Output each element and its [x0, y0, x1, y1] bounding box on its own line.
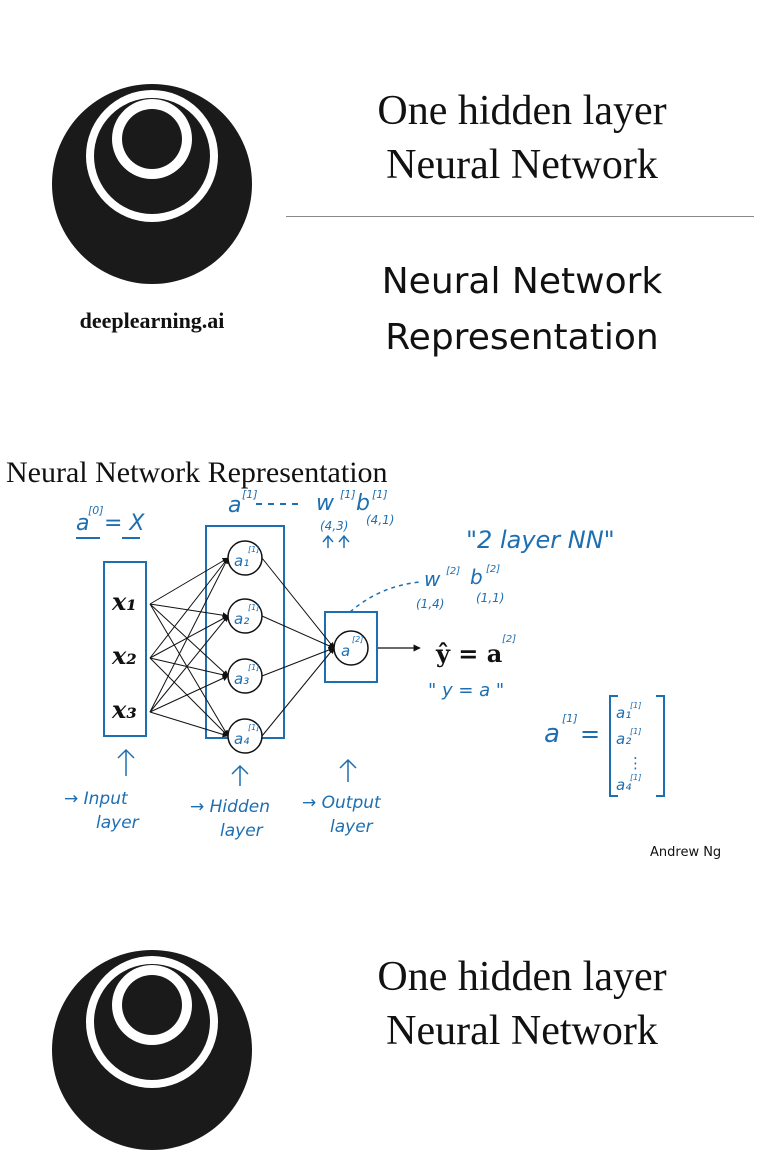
hidden-node-1-label: a₁ [234, 552, 249, 570]
a1-vector-sup: [1] [562, 712, 578, 725]
output-node-sup: [2] [352, 635, 363, 644]
vector-entry-4-sup: [1] [630, 773, 641, 782]
output-arrow-label [339, 758, 357, 782]
brand-name: deeplearning.ai [79, 308, 225, 333]
a1-sup: [1] [242, 488, 258, 501]
w2-shape: (1,4) [416, 597, 444, 611]
lesson-title-line1: Neural Network [381, 261, 663, 302]
input-arrow [117, 748, 135, 776]
w2-pointer [349, 581, 421, 613]
vector-entry-1: a₁ [616, 704, 631, 722]
two-layer-note: "2 layer NN" [466, 526, 615, 554]
yhat-eq: ŷ = a [435, 639, 502, 668]
a1-label: a [228, 493, 241, 518]
course-title: One hidden layer Neural Network [300, 84, 744, 192]
hidden-node-3-sup: [1] [248, 663, 259, 672]
hidden-node-4-label: a₄ [234, 730, 249, 748]
input-x1: 𝒙₁ [111, 587, 137, 616]
vector-brackets [609, 695, 665, 797]
course-title-line2: Neural Network [386, 142, 658, 188]
input-layer-box [103, 561, 147, 737]
hidden-nodes: a₁ a₂ a₃ a₄ [1] [1] [1] [1] [227, 540, 263, 754]
input-layer-label-2: layer [96, 813, 140, 833]
shape-arrows [322, 534, 350, 548]
title-divider [286, 216, 754, 217]
b2-sup: [2] [486, 564, 500, 575]
w2-sup: [2] [446, 566, 460, 577]
b2-shape: (1,1) [476, 591, 504, 605]
author-name: Andrew Ng [650, 845, 722, 860]
course-title-2-line2: Neural Network [386, 1008, 658, 1054]
course-title-2-line1: One hidden layer [377, 954, 667, 1000]
b1-shape: (4,1) [366, 513, 394, 527]
a0-label: a [76, 511, 89, 536]
b1-sup: [1] [372, 488, 388, 501]
lesson-title-line2: Representation [385, 317, 659, 358]
vector-entry-2-sup: [1] [630, 727, 641, 736]
eq-x: = X [104, 511, 145, 536]
hidden-layer-label: → Hidden [190, 797, 270, 817]
hidden-arrow [231, 764, 249, 786]
deeplearning-logo-2 [52, 950, 252, 1150]
hidden-node-2-label: a₂ [234, 610, 249, 628]
hidden-node-3-label: a₃ [234, 670, 249, 688]
a1-vector-label: a [544, 719, 560, 749]
output-node-label: a [341, 642, 350, 660]
a1-vector-eq: = [580, 720, 600, 748]
yhat-sup: [2] [502, 634, 516, 645]
network-diagram: a [0] = X 𝒙₁ 𝒙₂ 𝒙₃ a [1] w [1] b [1] (4,… [64, 488, 665, 841]
hidden-node-1-sup: [1] [248, 545, 259, 554]
output-layer-label-2: layer [330, 817, 374, 837]
w2-label: w [424, 567, 441, 591]
slide-title: Neural Network Representation [6, 456, 388, 489]
course-title-line1: One hidden layer [377, 88, 667, 134]
hidden-node-4-sup: [1] [248, 723, 259, 732]
w1-shape: (4,3) [320, 519, 348, 533]
vector-entry-1-sup: [1] [630, 701, 641, 710]
a0-sup: [0] [88, 504, 104, 517]
vector-entry-3: ⋮ [628, 754, 643, 772]
b1-label: b [356, 491, 370, 516]
input-x3: 𝒙₃ [111, 695, 137, 724]
hidden-output-edges [261, 557, 335, 737]
vector-entry-4: a₄ [616, 776, 631, 794]
input-layer-label: → Input [64, 789, 129, 809]
output-layer-label: → Output [302, 793, 382, 813]
lesson-title: Neural Network Representation [300, 254, 744, 366]
b2-label: b [470, 565, 483, 589]
yhat-quote: " y = a " [428, 680, 504, 701]
course-title-2: One hidden layer Neural Network [300, 950, 744, 1058]
w1-sup: [1] [340, 488, 356, 501]
w1-label: w [316, 491, 335, 516]
vector-entry-2: a₂ [616, 730, 631, 748]
hidden-layer-label-2: layer [220, 821, 264, 841]
deeplearning-logo [52, 84, 252, 284]
input-x2: 𝒙₂ [111, 641, 137, 670]
input-hidden-edges [149, 557, 229, 738]
hidden-node-2-sup: [1] [248, 603, 259, 612]
